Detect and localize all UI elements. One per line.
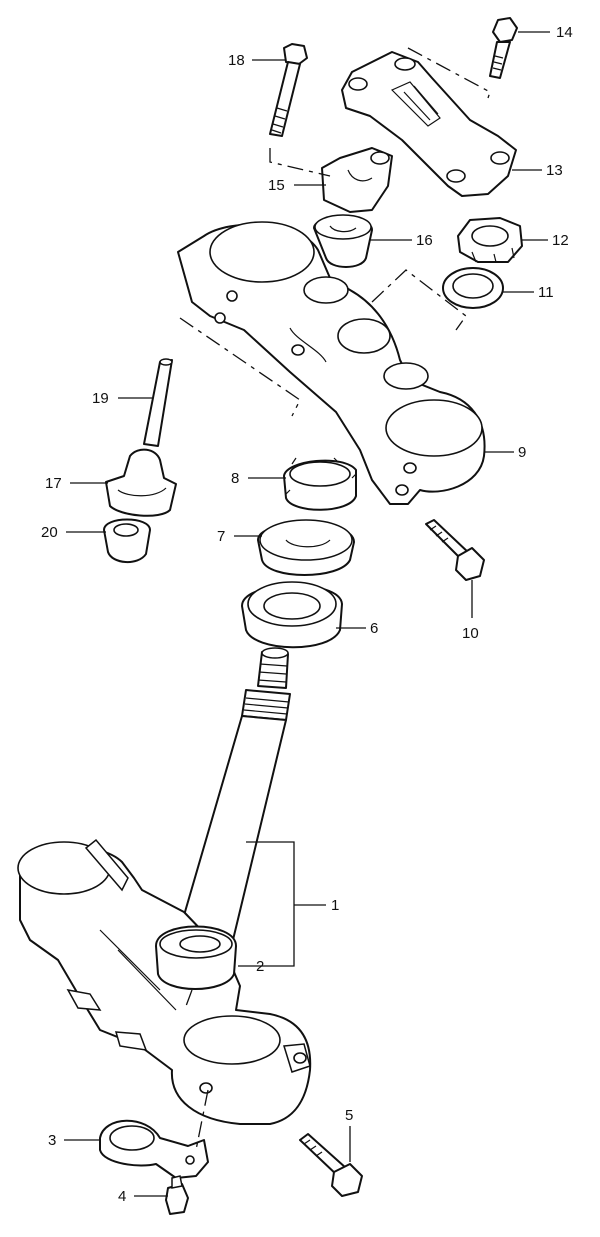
callout-16: 16 [416, 232, 433, 249]
part-12-nut [457, 217, 523, 263]
callout-10: 10 [462, 625, 479, 642]
callout-17: 17 [45, 475, 62, 492]
callout-13: 13 [546, 162, 563, 179]
callout-12: 12 [552, 232, 569, 249]
part-13-top-clamp [341, 51, 517, 197]
part-16-damper [313, 214, 373, 268]
part-6-bearing [241, 581, 343, 649]
alignment-lines [179, 47, 491, 1151]
part-20-cap [103, 518, 151, 563]
part-10-bolt [425, 519, 485, 581]
callout-4: 4 [118, 1188, 126, 1205]
callout-20: 20 [41, 524, 58, 541]
part-1-steering-stem [17, 647, 312, 1125]
part-3-clamp [99, 1119, 209, 1179]
part-7-dust-seal [257, 519, 355, 576]
part-19-pin [143, 358, 173, 447]
part-15-clamp-half [321, 147, 393, 213]
callout-1: 1 [331, 897, 339, 914]
part-9-upper-bracket [177, 221, 486, 505]
callout-2: 2 [256, 958, 264, 975]
part-18-bolt [269, 43, 308, 137]
callout-3: 3 [48, 1132, 56, 1149]
part-17-boot [105, 448, 177, 517]
callout-11: 11 [538, 284, 554, 301]
part-4-screw [165, 1175, 189, 1215]
part-2-lower-bearing [155, 925, 237, 990]
callout-8: 8 [231, 470, 239, 487]
callout-18: 18 [228, 52, 245, 69]
callout-15: 15 [268, 177, 285, 194]
part-5-bolt [299, 1133, 363, 1197]
callout-labels: 14 18 13 15 16 12 11 19 9 17 8 20 7 10 6… [41, 24, 573, 1205]
leader-lines [64, 31, 550, 1197]
callout-5: 5 [345, 1107, 353, 1124]
callout-6: 6 [370, 620, 378, 637]
part-11-washer [442, 267, 504, 309]
callout-7: 7 [217, 528, 225, 545]
callout-19: 19 [92, 390, 109, 407]
callout-9: 9 [518, 444, 526, 461]
callout-14: 14 [556, 24, 573, 41]
part-14-bolt [489, 17, 518, 79]
part-8-ring-nut [283, 457, 357, 511]
